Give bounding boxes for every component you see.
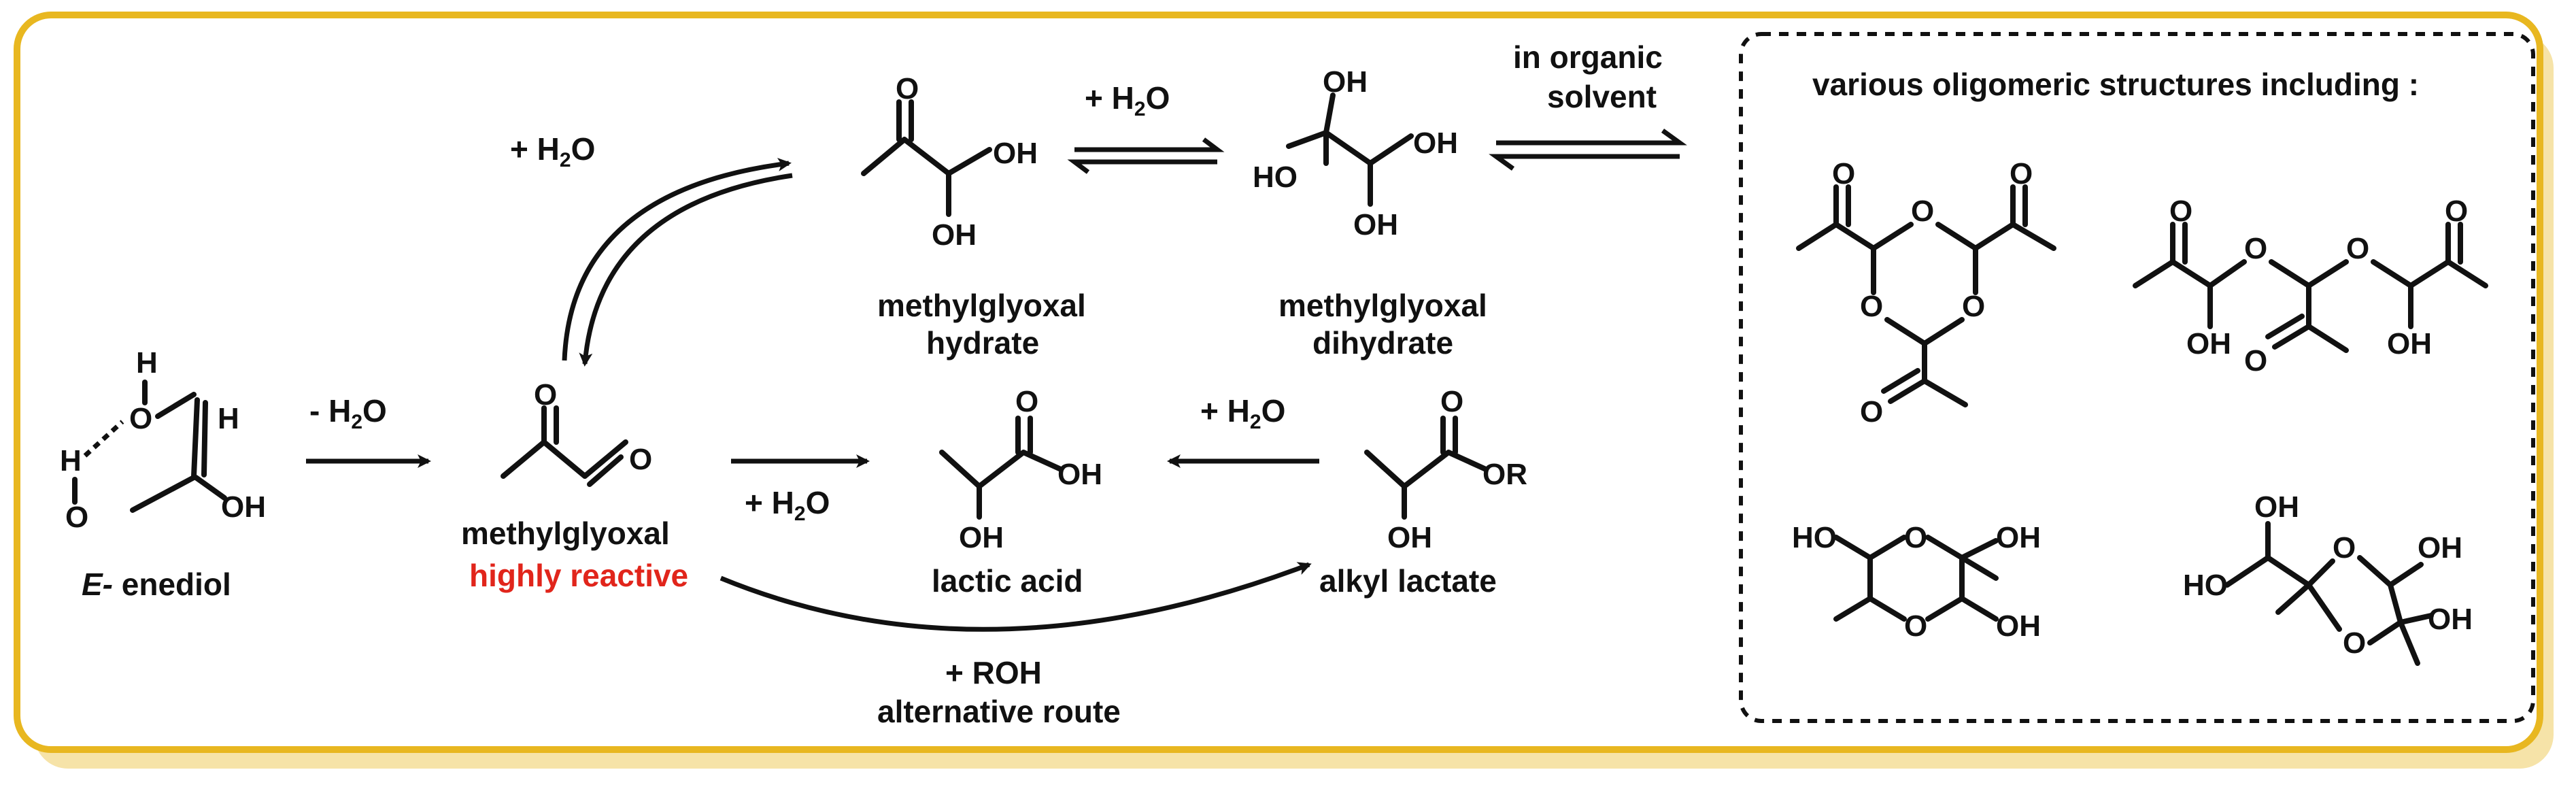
hydration-curve-reverse [579, 173, 793, 367]
atom-O: O [2343, 626, 2366, 660]
atom-O: O [2169, 195, 2192, 228]
minus-water-label: - H2O [309, 393, 387, 433]
hydrate-structure: O OH OH [861, 72, 1038, 252]
methylglyoxal-label: methylglyoxal [461, 516, 670, 551]
atom-O: O [1440, 385, 1463, 418]
plus-water-label-2: + H2O [1085, 80, 1170, 120]
atom-O: O [1832, 157, 1855, 190]
atom-H: H [136, 346, 158, 380]
equilibrium-forward [1074, 137, 1225, 152]
solvent-equilibrium-reverse [1489, 154, 1680, 171]
atom-OH: OH [959, 521, 1004, 554]
methylglyoxal-structure: O O [501, 378, 652, 487]
atom-O: O [2333, 531, 2356, 565]
atom-OH: OH [1413, 127, 1458, 160]
equilibrium-reverse [1067, 159, 1217, 174]
dihydrate-label-1: methylglyoxal [1278, 288, 1487, 323]
lactic-acid-label: lactic acid [932, 563, 1083, 599]
atom-OH: OH [1387, 521, 1432, 554]
dihydrate-label-2: dihydrate [1312, 325, 1453, 360]
solvent-equilibrium-forward [1496, 129, 1687, 146]
oligomer-title: various oligomeric structures including … [1812, 67, 2419, 102]
atom-O: O [896, 72, 919, 105]
plus-water-label-1: + H2O [510, 131, 595, 171]
atom-OH: OH [1057, 458, 1102, 491]
atom-O: O [1015, 385, 1038, 418]
oligomer-dioxane: HO O OH O OH [1792, 521, 2041, 643]
atom-HO: HO [1792, 521, 1837, 554]
dihydrate-structure: OH HO OH OH [1253, 65, 1458, 241]
atom-O: O [65, 501, 88, 534]
atom-OH: OH [1996, 521, 2041, 554]
atom-OH: OH [2387, 327, 2432, 360]
atom-HO: HO [1253, 161, 1298, 194]
atom-O: O [629, 443, 652, 476]
atom-O: O [129, 402, 152, 435]
atom-HO: HO [2183, 569, 2228, 602]
alkyl-lactate-structure: O OR OH [1364, 385, 1527, 554]
atom-OH: OH [993, 137, 1038, 170]
atom-O: O [1904, 609, 1927, 643]
atom-OH: OH [1996, 609, 2041, 643]
lactic-acid-structure: O OH OH [939, 385, 1102, 554]
alternative-route-label: alternative route [877, 694, 1121, 729]
oligomer-dioxolane: OH HO O O OH OH [2183, 490, 2473, 666]
atom-O: O [2244, 232, 2267, 265]
enediol-structure: H O H OH O H [60, 346, 266, 534]
atom-O: O [2445, 195, 2468, 228]
hydration-curve-forward [562, 158, 792, 361]
atom-OH: OH [2418, 531, 2462, 565]
roh-label: + ROH [945, 655, 1042, 690]
atom-O: O [1860, 290, 1883, 323]
atom-OH: OH [2254, 490, 2299, 524]
plus-water-label-3: + H2O [745, 485, 830, 525]
atom-OR: OR [1482, 458, 1527, 491]
hydrate-label-2: hydrate [926, 325, 1039, 360]
oligomer-box [1739, 32, 2535, 723]
alkyl-lactate-label: alkyl lactate [1319, 563, 1497, 599]
atom-OH: OH [1353, 208, 1398, 241]
alternative-route-arrow [719, 562, 1312, 632]
atom-OH: OH [221, 490, 266, 524]
atom-O: O [1911, 195, 1934, 228]
atom-H: H [60, 444, 82, 477]
highly-reactive-label: highly reactive [469, 558, 688, 593]
frame-border [14, 12, 2543, 753]
plus-water-label-4: + H2O [1200, 393, 1285, 433]
atom-H: H [218, 402, 239, 435]
atom-O: O [1860, 395, 1883, 429]
atom-OH: OH [2428, 603, 2473, 636]
atom-O: O [1962, 290, 1985, 323]
atom-OH: OH [1323, 65, 1368, 99]
atom-OH: OH [932, 218, 977, 252]
atom-O: O [1904, 521, 1927, 554]
enediol-label: E- enediol [82, 567, 231, 602]
atom-O: O [2010, 157, 2033, 190]
atom-OH: OH [2186, 327, 2231, 360]
atom-O: O [2244, 344, 2267, 377]
solvent-label-2: solvent [1547, 79, 1657, 114]
oligomer-trioxane: O O O O O O [1796, 157, 2056, 429]
oligomer-linear: O OH O O O OH O [2133, 195, 2488, 377]
solvent-label-1: in organic [1513, 39, 1663, 75]
hydrate-label-1: methylglyoxal [877, 288, 1086, 323]
atom-O: O [2346, 232, 2369, 265]
atom-O: O [534, 378, 557, 412]
